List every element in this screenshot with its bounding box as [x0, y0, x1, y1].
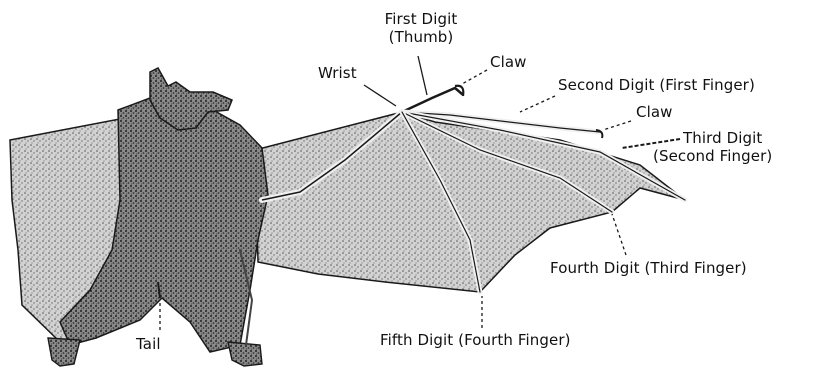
- leader-first-digit: [418, 56, 427, 95]
- leader-fourth-digit: [612, 214, 626, 255]
- first-digit-label-line2: (Thumb): [366, 28, 476, 46]
- claw-second-label: Claw: [636, 103, 673, 121]
- right-foot: [228, 342, 262, 366]
- leader-claw-top: [462, 70, 487, 84]
- claw-top-label: Claw: [490, 53, 527, 71]
- leader-second-digit: [520, 96, 555, 112]
- fifth-digit-label: Fifth Digit (Fourth Finger): [380, 331, 571, 349]
- first-digit-label: First Digit (Thumb): [366, 10, 476, 46]
- leader-claw-second: [603, 121, 631, 130]
- third-digit-label-line1: Third Digit: [653, 129, 821, 147]
- fourth-digit-label: Fourth Digit (Third Finger): [550, 259, 747, 277]
- third-digit-label: Third Digit (Second Finger): [653, 129, 821, 165]
- third-digit-label-line2: (Second Finger): [653, 147, 821, 165]
- leader-wrist: [364, 85, 396, 106]
- left-foot: [48, 338, 80, 366]
- tail-label: Tail: [136, 335, 161, 353]
- second-digit-label: Second Digit (First Finger): [558, 76, 755, 94]
- first-digit-label-line1: First Digit: [366, 10, 476, 28]
- wrist-label: Wrist: [318, 64, 357, 82]
- thumb-bone: [402, 88, 462, 112]
